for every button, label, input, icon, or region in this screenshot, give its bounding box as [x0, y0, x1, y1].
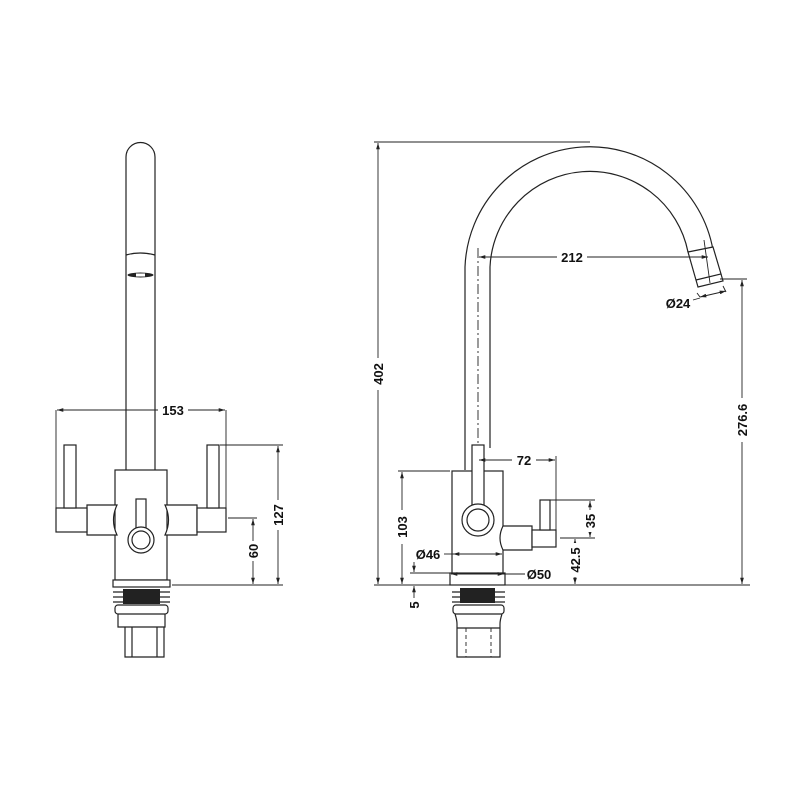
front-view: 153 127 60 [55, 141, 286, 658]
dim-base-ring: 5 [407, 601, 422, 608]
front-right-lever [206, 444, 220, 509]
dim-lever-offset: 72 [517, 453, 531, 468]
front-left-lever [63, 444, 77, 509]
dim-body-diameter: Ø46 [416, 547, 441, 562]
dim-reach: 212 [561, 250, 583, 265]
dim-body-height: 103 [395, 516, 410, 538]
dim-total-height: 402 [371, 363, 386, 385]
dim-side-lever-height: 35 [583, 514, 598, 528]
side-view: 402 212 Ø24 276.6 72 103 Ø46 Ø50 [371, 141, 750, 658]
dim-base-diameter: Ø50 [527, 567, 552, 582]
side-lever [539, 499, 551, 531]
dim-outlet-height: 276.6 [735, 404, 750, 437]
side-front-lever [471, 444, 485, 506]
front-center-lever [135, 498, 147, 530]
front-spout [125, 141, 156, 470]
side-spout-outer [464, 146, 714, 470]
dim-outlet-diameter: Ø24 [666, 296, 691, 311]
dim-height-to-lever-top: 127 [271, 504, 286, 526]
dim-height-to-arm: 60 [246, 544, 261, 558]
dim-side-arm-height: 42.5 [568, 547, 583, 572]
spout-outlet [687, 246, 722, 281]
dim-handle-span: 153 [162, 403, 184, 418]
